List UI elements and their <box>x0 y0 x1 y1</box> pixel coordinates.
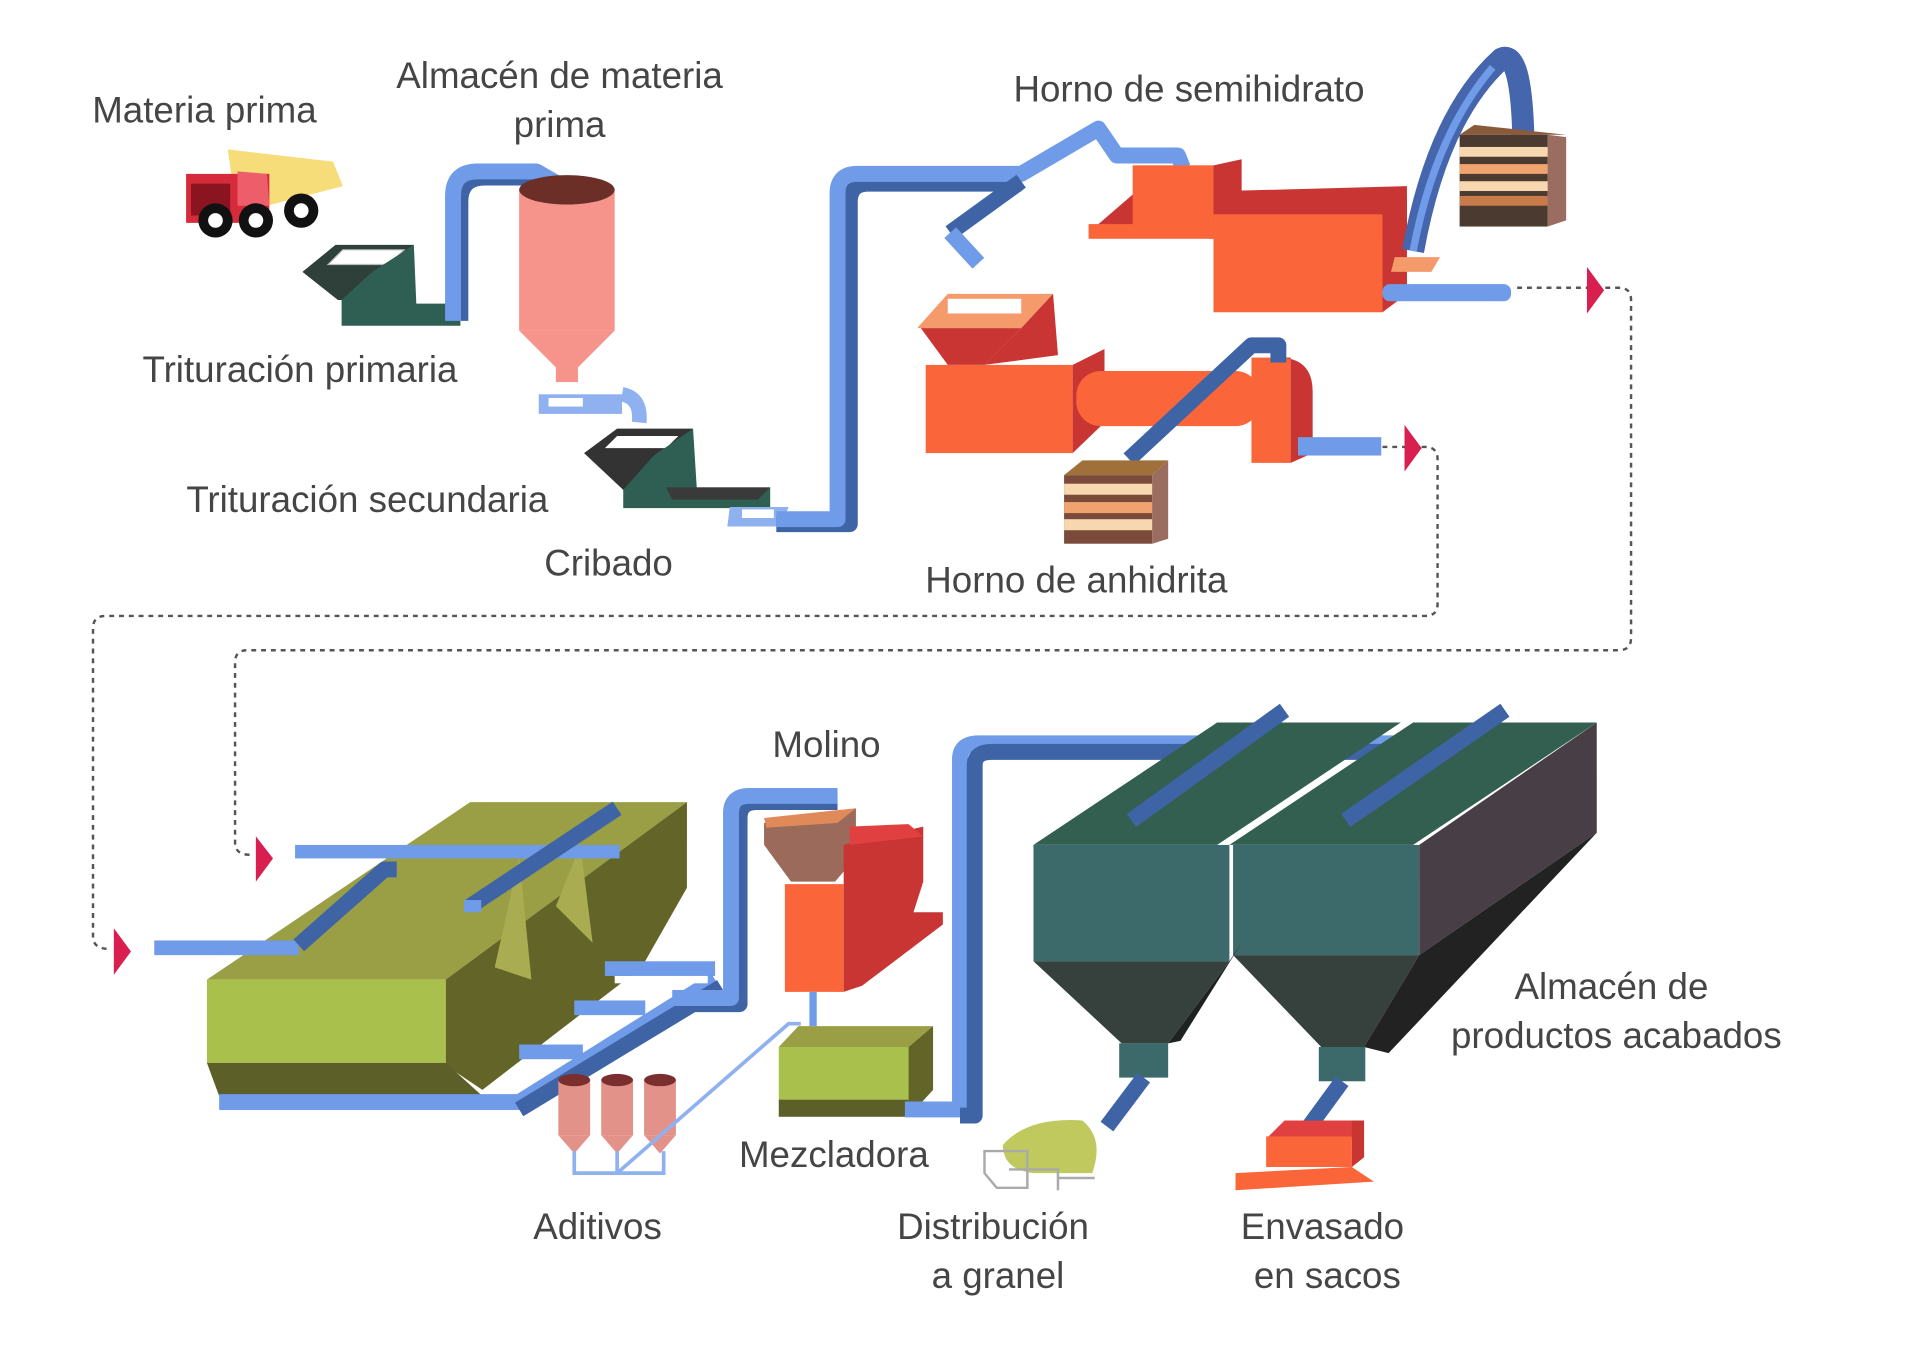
label-mezcladora: Mezcladora <box>739 1134 929 1175</box>
conveyor-pipe <box>904 735 1444 1118</box>
conveyor-pipe <box>776 175 1022 533</box>
discharge-pipe <box>1302 1076 1349 1132</box>
conveyor-pipe <box>1123 337 1287 466</box>
semihydrate-kiln <box>1088 159 1441 313</box>
conveyor-pipe <box>1126 703 1290 827</box>
conveyor-pipe <box>944 227 985 269</box>
conveyor-pipe <box>960 743 1438 1124</box>
feed-pipe <box>464 900 482 913</box>
flow-arrow <box>1586 266 1605 314</box>
anhydrite-kiln <box>917 293 1313 463</box>
transfer-chute <box>538 387 647 424</box>
feed-pipe <box>465 801 622 913</box>
conveyor-pipe <box>1341 703 1510 827</box>
output-pipe <box>1297 437 1382 456</box>
primary-crusher <box>302 244 461 326</box>
label-envasado-2: en sacos <box>1254 1255 1401 1296</box>
label-distribucion-2: a granel <box>932 1255 1065 1296</box>
bagging-machine <box>1235 1120 1374 1191</box>
conveyor-pipe <box>776 120 1191 528</box>
label-horno-semihidrato: Horno de semihidrato <box>1013 69 1364 110</box>
label-horno-anhidrita: Horno de anhidrita <box>925 560 1228 601</box>
label-envasado: Envasado <box>1241 1206 1404 1247</box>
secondary-crusher <box>584 428 771 509</box>
conveyor-pipe <box>445 163 566 321</box>
label-almacen-productos: Almacén de <box>1515 966 1709 1007</box>
screen <box>727 506 789 527</box>
feed-pipe <box>154 940 299 956</box>
conveyor-pipe <box>672 787 838 1006</box>
label-trituracion-secundaria: Trituración secundaria <box>186 479 548 520</box>
product-stack <box>1459 124 1567 227</box>
label-cribado: Cribado <box>544 543 673 584</box>
flow-arrow <box>113 928 131 975</box>
truck-icon <box>186 149 343 238</box>
label-molino: Molino <box>772 724 880 765</box>
bulk-truck-icon <box>983 1120 1097 1191</box>
feed-pipe <box>293 861 397 952</box>
label-aditivos: Aditivos <box>533 1206 662 1247</box>
label-distribucion: Distribución <box>897 1206 1089 1247</box>
flow-arrow <box>255 836 274 882</box>
conveyor-pipe <box>945 174 1026 240</box>
label-materia-prima: Materia prima <box>92 89 317 130</box>
additive-silos <box>558 1021 801 1175</box>
label-almacen-materia-prima-2: prima <box>514 104 606 145</box>
product-stack <box>1064 460 1169 544</box>
exhaust-duct <box>1409 64 1496 252</box>
output-pipe <box>1382 284 1512 302</box>
flow-arrow <box>1404 424 1422 472</box>
discharge-chutes <box>519 961 716 1060</box>
flow-connector-anhidrita <box>91 445 1439 951</box>
finished-product-silos <box>1033 722 1597 1082</box>
mill <box>764 808 943 992</box>
label-almacen-materia-prima: Almacén de materia <box>396 55 723 96</box>
label-trituracion-primaria: Trituración primaria <box>143 349 458 390</box>
mixer <box>778 1026 934 1117</box>
raw-material-silo <box>519 175 615 383</box>
label-almacen-productos-2: productos acabados <box>1451 1015 1782 1056</box>
discharge-pipe <box>1100 1072 1151 1132</box>
